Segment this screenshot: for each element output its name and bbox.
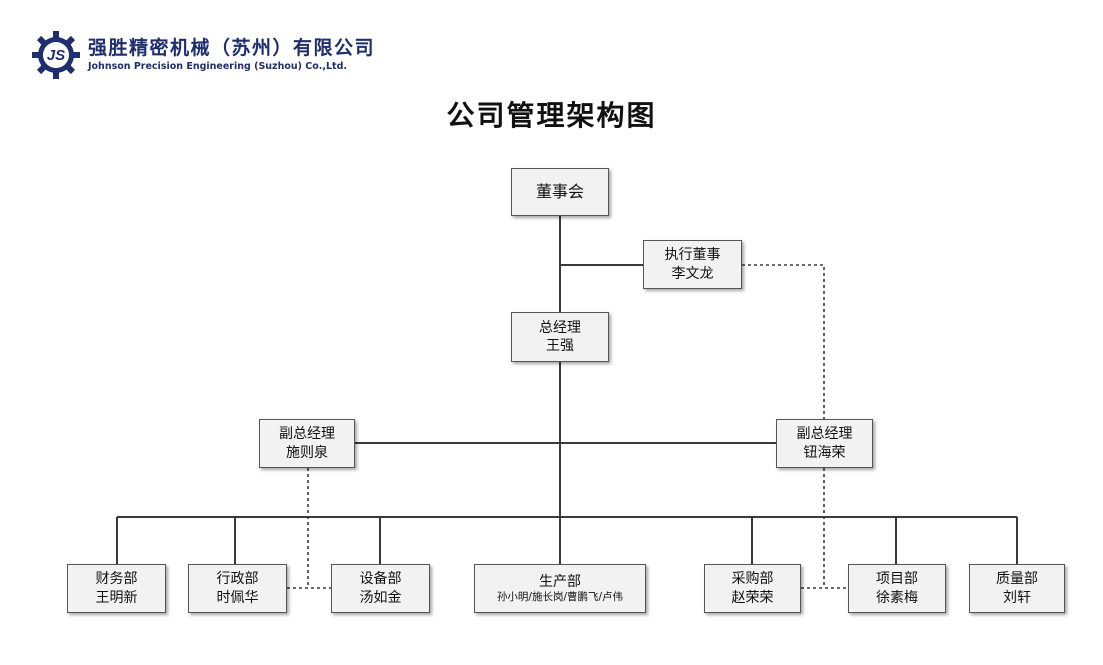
general-manager-node: 总经理 王强 bbox=[511, 312, 609, 362]
department-title: 设备部 bbox=[359, 571, 402, 588]
department-title: 采购部 bbox=[731, 571, 774, 588]
board-title: 董事会 bbox=[535, 181, 584, 201]
department-head: 汤如金 bbox=[359, 589, 402, 606]
department-title: 行政部 bbox=[216, 571, 259, 588]
department-title: 项目部 bbox=[876, 571, 918, 588]
board-node: 董事会 bbox=[511, 168, 609, 216]
executive-director-node: 执行董事 李文龙 bbox=[643, 240, 742, 289]
department-node-admin: 行政部 时佩华 bbox=[188, 564, 287, 613]
department-head: 时佩华 bbox=[216, 589, 259, 606]
department-title: 财务部 bbox=[95, 571, 138, 588]
department-node-project: 项目部 徐素梅 bbox=[848, 564, 946, 613]
executive-director-title: 执行董事 bbox=[664, 247, 721, 264]
department-title: 质量部 bbox=[996, 571, 1038, 588]
deputy-gm-right-title: 副总经理 bbox=[796, 426, 853, 443]
deputy-gm-right-node: 副总经理 钮海荣 bbox=[776, 419, 873, 468]
department-node-quality: 质量部 刘轩 bbox=[969, 564, 1065, 613]
department-node-purchasing: 采购部 赵荣荣 bbox=[704, 564, 801, 613]
department-head: 徐素梅 bbox=[876, 589, 918, 606]
department-title: 生产部 bbox=[539, 573, 581, 590]
executive-to-deputy-right-dotted bbox=[742, 264, 825, 419]
chart-title: 公司管理架构图 bbox=[446, 99, 657, 132]
department-node-equipment: 设备部 汤如金 bbox=[331, 564, 430, 613]
company-logo: JS bbox=[32, 31, 80, 79]
executive-director-name: 李文龙 bbox=[671, 265, 714, 282]
company-name-cn: 强胜精密机械（苏州）有限公司 bbox=[88, 37, 376, 59]
deputy-gm-left-title: 副总经理 bbox=[279, 426, 335, 443]
department-node-finance: 财务部 王明新 bbox=[67, 564, 166, 613]
deputy-gm-left-name: 施则泉 bbox=[286, 444, 328, 461]
deputy-gm-right-name: 钮海荣 bbox=[803, 444, 846, 461]
general-manager-title: 总经理 bbox=[539, 319, 581, 336]
deputy-gm-left-node: 副总经理 施则泉 bbox=[259, 419, 355, 468]
department-head: 刘轩 bbox=[1003, 589, 1031, 606]
department-head: 王明新 bbox=[95, 589, 138, 606]
department-node-production: 生产部 孙小明/施长岗/曹鹏飞/卢伟 bbox=[474, 564, 646, 613]
logo-lettering: JS bbox=[47, 47, 65, 64]
department-head: 孙小明/施长岗/曹鹏飞/卢伟 bbox=[496, 590, 624, 603]
general-manager-name: 王强 bbox=[546, 338, 574, 354]
department-head: 赵荣荣 bbox=[731, 589, 774, 606]
company-name-en: Johnson Precision Engineering (Suzhou) C… bbox=[88, 61, 347, 72]
